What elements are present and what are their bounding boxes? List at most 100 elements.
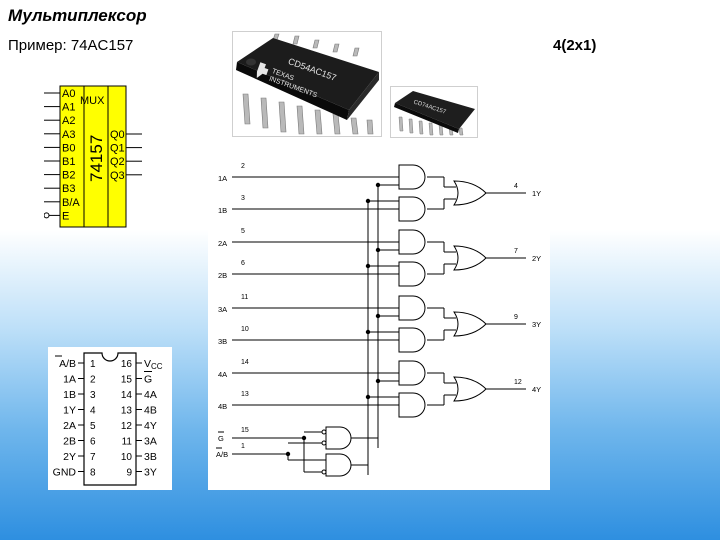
logic-pin-15: 15 <box>241 427 249 434</box>
logic-input-2a: 2A <box>218 239 227 248</box>
chip-photo-small: CD74AC157 <box>390 86 478 138</box>
logic-output-1y: 1Y <box>532 189 541 198</box>
mux-enable-inversion <box>43 212 50 219</box>
pinout-pin-9: 9 <box>126 468 132 479</box>
logic-pin-2: 2 <box>241 163 245 170</box>
pinout-pin-1: 1 <box>90 359 96 370</box>
logic-pin-10: 10 <box>241 326 249 333</box>
pinout-signal-vcc: VCC <box>144 358 163 371</box>
pinout-pin-15: 15 <box>121 375 133 386</box>
slide-title: Мультиплексор <box>8 6 147 25</box>
logic-junction <box>301 435 307 441</box>
pinout-signal-2a: 2A <box>63 420 76 432</box>
pinout-signal-3y: 3Y <box>144 467 157 479</box>
pinout-signal-1b: 1B <box>63 389 76 401</box>
pinout-signal-2b: 2B <box>63 436 76 448</box>
or-gate-1y <box>453 180 487 206</box>
pinout-pin-2: 2 <box>90 375 96 386</box>
logic-pin-5: 5 <box>241 228 245 235</box>
pinout-pin-11: 11 <box>122 437 133 448</box>
and-gate-3b <box>398 327 426 353</box>
logic-control-g: G <box>218 434 224 443</box>
logic-junction <box>375 378 381 384</box>
mux-output-q2: Q2 <box>110 156 125 168</box>
logic-pin-7: 7 <box>514 248 518 255</box>
logic-junction <box>375 247 381 253</box>
mux-input-b0: B0 <box>62 142 75 154</box>
mux-input-b2: B2 <box>62 170 75 182</box>
pinout-pin-4: 4 <box>90 406 96 417</box>
logic-input-3a: 3A <box>218 305 227 314</box>
logic-output-4y: 4Y <box>532 385 541 394</box>
mux-input-b3: B3 <box>62 183 75 195</box>
pinout-pin-14: 14 <box>121 390 133 401</box>
logic-pin-11: 11 <box>241 294 248 301</box>
and-gate-3a <box>398 295 426 321</box>
logic-input-4a: 4A <box>218 370 227 379</box>
logic-junction <box>365 329 371 335</box>
and-gate-4b <box>398 392 426 418</box>
and-gate-control-b <box>325 453 352 477</box>
pinout-signal-g: G <box>144 374 152 386</box>
pinout-signal-4a: 4A <box>144 389 157 401</box>
pinout-signal-1a: 1A <box>63 374 76 386</box>
pinout-signal-4y: 4Y <box>144 420 157 432</box>
mux-input-a2: A2 <box>62 115 75 127</box>
and-gate-2a <box>398 229 426 255</box>
logic-input-4b: 4B <box>218 402 227 411</box>
pinout-signal-4b: 4B <box>144 405 157 417</box>
mux-input-b1: B1 <box>62 156 75 168</box>
pinout-pin-3: 3 <box>90 390 96 401</box>
pinout-pin-13: 13 <box>121 406 133 417</box>
pinout-pin-7: 7 <box>90 452 96 463</box>
logic-junction <box>375 313 381 319</box>
logic-junction <box>375 182 381 188</box>
mux-input-e: E <box>62 210 69 222</box>
logic-pin-6: 6 <box>241 260 245 267</box>
logic-pin-1: 1 <box>241 443 245 450</box>
pinout-pin-5: 5 <box>90 421 96 432</box>
inverter-bubble <box>321 440 327 446</box>
logic-input-1a: 1A <box>218 174 227 183</box>
pinout-package-outline <box>83 352 137 486</box>
pinout-signal-a-b: A/B <box>59 358 76 370</box>
logic-output-2y: 2Y <box>532 254 541 263</box>
pinout-signal-3a: 3A <box>144 436 157 448</box>
logic-input-2b: 2B <box>218 271 227 280</box>
logic-input-1b: 1B <box>218 206 227 215</box>
chip-photo-large: CD54AC157 TEXAS INSTRUMENTS <box>232 31 382 137</box>
mux-input-a0: A0 <box>62 88 75 100</box>
logic-pin-3: 3 <box>241 195 245 202</box>
pinout-pin-16: 16 <box>121 359 133 370</box>
pinout-signal-1y: 1Y <box>63 405 76 417</box>
logic-junction <box>285 451 291 457</box>
and-gate-control-a <box>325 426 352 450</box>
example-label: Пример: 74AC157 <box>8 37 134 54</box>
texas-logo-icon <box>256 62 269 78</box>
logic-pin-14: 14 <box>241 359 249 366</box>
mux-function-label: MUX <box>80 95 105 107</box>
logic-junction <box>365 198 371 204</box>
logic-junction <box>365 263 371 269</box>
mux-input-a3: A3 <box>62 129 75 141</box>
pinout-pin-8: 8 <box>90 468 96 479</box>
logic-pin-9: 9 <box>514 314 518 321</box>
pinout-signal-3b: 3B <box>144 451 157 463</box>
and-gate-2b <box>398 261 426 287</box>
or-gate-4y <box>453 376 487 402</box>
mux-output-q1: Q1 <box>110 143 125 155</box>
or-gate-3y <box>453 311 487 337</box>
mux-output-q3: Q3 <box>110 170 125 182</box>
logic-pin-4: 4 <box>514 183 518 190</box>
and-gate-1a <box>398 164 426 190</box>
or-gate-2y <box>453 245 487 271</box>
pinout-pin-10: 10 <box>121 452 133 463</box>
pinout-pin-12: 12 <box>121 421 133 432</box>
pinout-pin-6: 6 <box>90 437 96 448</box>
logic-control-a-b: A/B <box>216 450 228 459</box>
pinout-signal-gnd: GND <box>53 467 77 479</box>
and-gate-1b <box>398 196 426 222</box>
mux-input-a1: A1 <box>62 102 75 114</box>
